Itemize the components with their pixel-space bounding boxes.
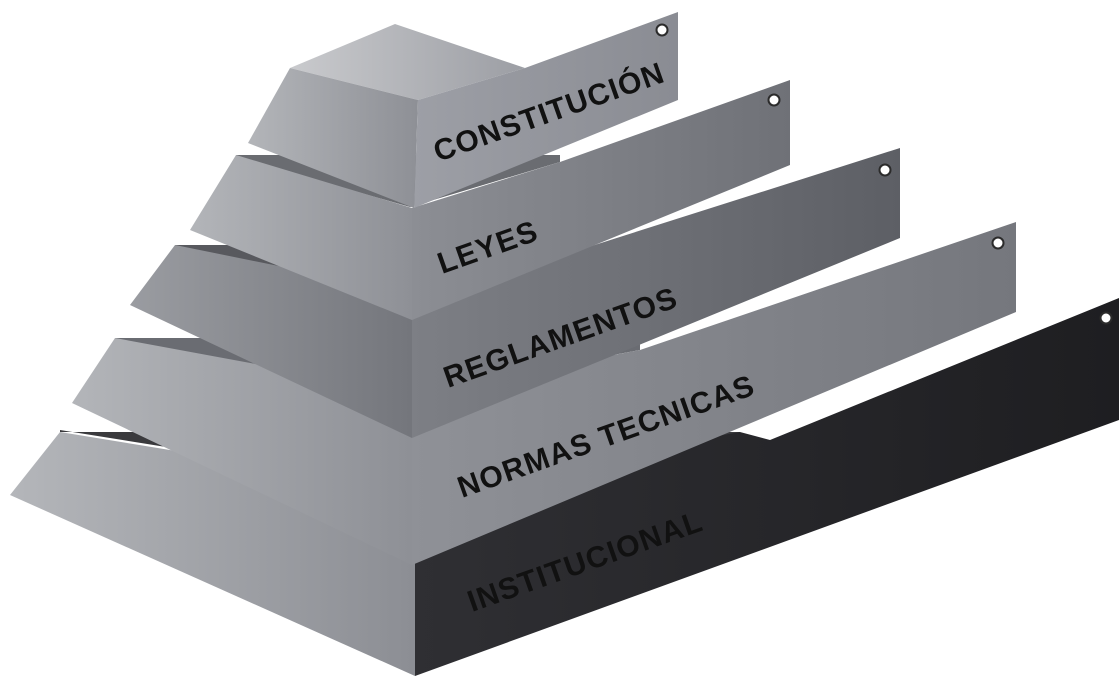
pin-icon [655,23,669,37]
pin-icon [767,93,781,107]
tier-constitucion: CONSTITUCIÓN [248,12,678,208]
pin-icon [991,236,1005,250]
tier-leyes-banner [412,80,790,320]
tier-reglamentos: REGLAMENTOS [130,148,900,438]
tier-reglamentos-side [130,245,412,438]
pin-icon [878,163,892,177]
tier-constitucion-side [248,68,418,208]
tier-constitucion-top [290,24,525,100]
tier-constitucion-banner [414,12,678,208]
tier-leyes-side [190,155,412,320]
tier-normas-banner [412,222,1016,565]
pin-icon [1099,311,1113,325]
tier-institucional-banner [415,298,1119,676]
tier-reglamentos-banner [412,148,900,438]
